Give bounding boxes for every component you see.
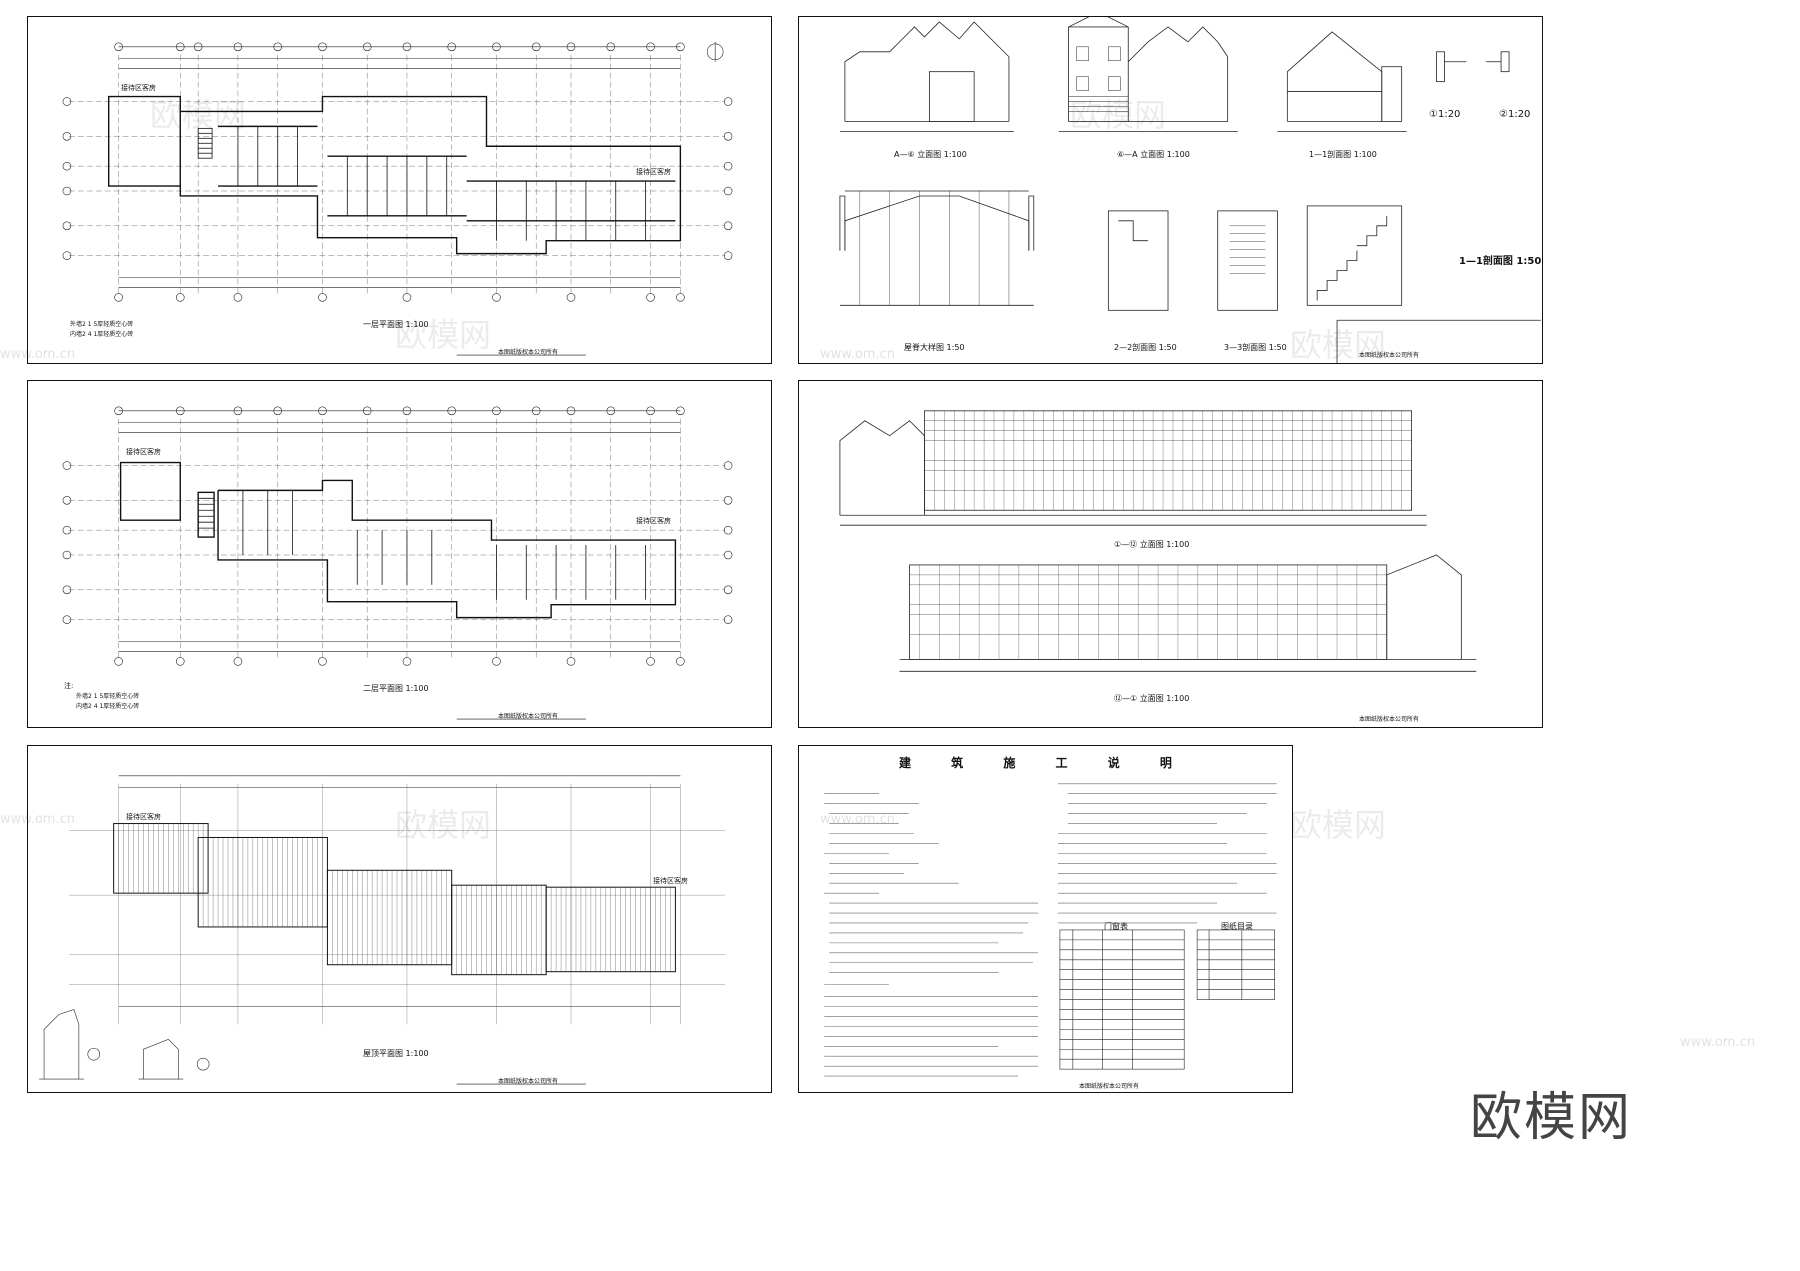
- watermark-site-1: www.om.cn: [0, 347, 75, 362]
- plan1-right-area-label: 接待区客房: [636, 168, 671, 176]
- section-1-1-b-scale: 1:50: [1516, 256, 1542, 267]
- sheet-roof-plan: 接待区客房 接待区客房 屋顶平面图 1:100 本图纸版权本公司所有: [27, 745, 772, 1093]
- plan2-footer: 本图纸版权本公司所有: [498, 713, 559, 720]
- elevations-sections-drawing: [839, 17, 1541, 363]
- second-floor-plan-drawing: [62, 406, 733, 720]
- section-1-1-text: 1—1剖面图: [1309, 150, 1352, 159]
- roof-plan-drawing: [39, 775, 726, 1085]
- spec-text-lines: [824, 783, 1277, 1077]
- sheet-first-floor-plan: 接待区客房 接待区客房 外墙2 1 5厚轻质空心砖 内墙2 4 1厚轻质空心砖 …: [27, 16, 772, 364]
- elevations-footer: 本图纸版权本公司所有: [1359, 352, 1420, 359]
- roof-left-area-label: 接待区客房: [126, 813, 161, 821]
- sheet-long-elevations: ①—⑫ 立面图 1:100 ⑫—① 立面图 1:100 本图纸版权本公司所有: [798, 380, 1543, 728]
- elevation-a-6-title: A—⑥ 立面图 1:100: [894, 150, 967, 159]
- roof-title-text: 屋顶平面图: [363, 1049, 403, 1058]
- plan2-scale-text: 1:100: [405, 684, 429, 693]
- watermark-site-5: www.om.cn: [1680, 1035, 1755, 1050]
- plan2-note-head: 注:: [64, 682, 74, 690]
- plan2-left-area-label: 接待区客房: [126, 448, 161, 456]
- roof-title: 屋顶平面图 1:100: [363, 1048, 429, 1059]
- watermark-site-3: www.om.cn: [0, 812, 75, 827]
- plan1-wall-note-1: 外墙2 1 5厚轻质空心砖: [70, 321, 134, 328]
- detail-1-title: ①1:20: [1429, 109, 1461, 120]
- plan2-title: 二层平面图 1:100: [363, 683, 429, 694]
- door-table-title: 门窗表: [1104, 922, 1128, 931]
- plan2-wall-note-2: 内墙2 4 1厚轻质空心砖: [76, 703, 140, 710]
- section-2-2-title: 2—2剖面图 1:50: [1114, 343, 1177, 352]
- plan1-title-text: 一层平面图: [363, 320, 403, 329]
- spec-footer: 本图纸版权本公司所有: [1079, 1083, 1140, 1090]
- section-3-3-title: 3—3剖面图 1:50: [1224, 343, 1287, 352]
- plan1-wall-note-2: 内墙2 4 1厚轻质空心砖: [70, 331, 134, 338]
- elevation-6-a-title: ⑥—A 立面图 1:100: [1117, 150, 1190, 159]
- first-floor-plan-drawing: [62, 41, 733, 356]
- spec-title: 建 筑 施 工 说 明: [899, 756, 1190, 770]
- section-1-1-title: 1—1剖面图 1:100: [1309, 149, 1377, 160]
- plan1-title: 一层平面图 1:100: [363, 319, 429, 330]
- plan2-title-text: 二层平面图: [363, 684, 403, 693]
- elevation-12-1-title: ⑫—① 立面图 1:100: [1114, 694, 1190, 703]
- plan2-wall-note-1: 外墙2 1 5厚轻质空心砖: [76, 693, 140, 700]
- watermark-brand-6: 欧模网: [1290, 806, 1387, 844]
- long-elevations-footer: 本图纸版权本公司所有: [1359, 716, 1420, 723]
- watermark-site-4: www.om.cn: [820, 812, 895, 827]
- watermark-site-2: www.om.cn: [820, 347, 895, 362]
- ridge-detail-title: 屋脊大样图 1:50: [904, 343, 965, 352]
- section-1-1-b-text: 1—1剖面图: [1459, 256, 1513, 267]
- drawing-list-title: 图纸目录: [1221, 922, 1253, 931]
- long-elevations-drawing: [839, 410, 1477, 672]
- detail-2-title: ②1:20: [1499, 109, 1531, 120]
- plan1-left-area-label: 接待区客房: [121, 84, 156, 92]
- roof-right-area-label: 接待区客房: [653, 877, 688, 885]
- sheet-construction-notes: 建 筑 施 工 说 明 门窗表 图纸目录 本图纸版权本公司所有: [798, 745, 1293, 1093]
- sheet-second-floor-plan: 接待区客房 接待区客房 注: 外墙2 1 5厚轻质空心砖 内墙2 4 1厚轻质空…: [27, 380, 772, 728]
- plan1-scale-text: 1:100: [405, 320, 429, 329]
- sheet-elevations-sections: A—⑥ 立面图 1:100 ⑥—A 立面图 1:100 1—1剖面图 1:100…: [798, 16, 1543, 364]
- roof-scale-text: 1:100: [405, 1049, 429, 1058]
- elevation-1-12-title: ①—⑫ 立面图 1:100: [1114, 540, 1190, 549]
- section-1-1-b-title: 1—1剖面图 1:50: [1459, 252, 1541, 267]
- roof-footer: 本图纸版权本公司所有: [498, 1078, 559, 1085]
- brand-logo: 欧模网: [1470, 1088, 1633, 1148]
- plan1-footer: 本图纸版权本公司所有: [498, 349, 559, 356]
- plan2-right-area-label: 接待区客房: [636, 517, 671, 525]
- section-1-1-scale: 1:100: [1353, 150, 1377, 159]
